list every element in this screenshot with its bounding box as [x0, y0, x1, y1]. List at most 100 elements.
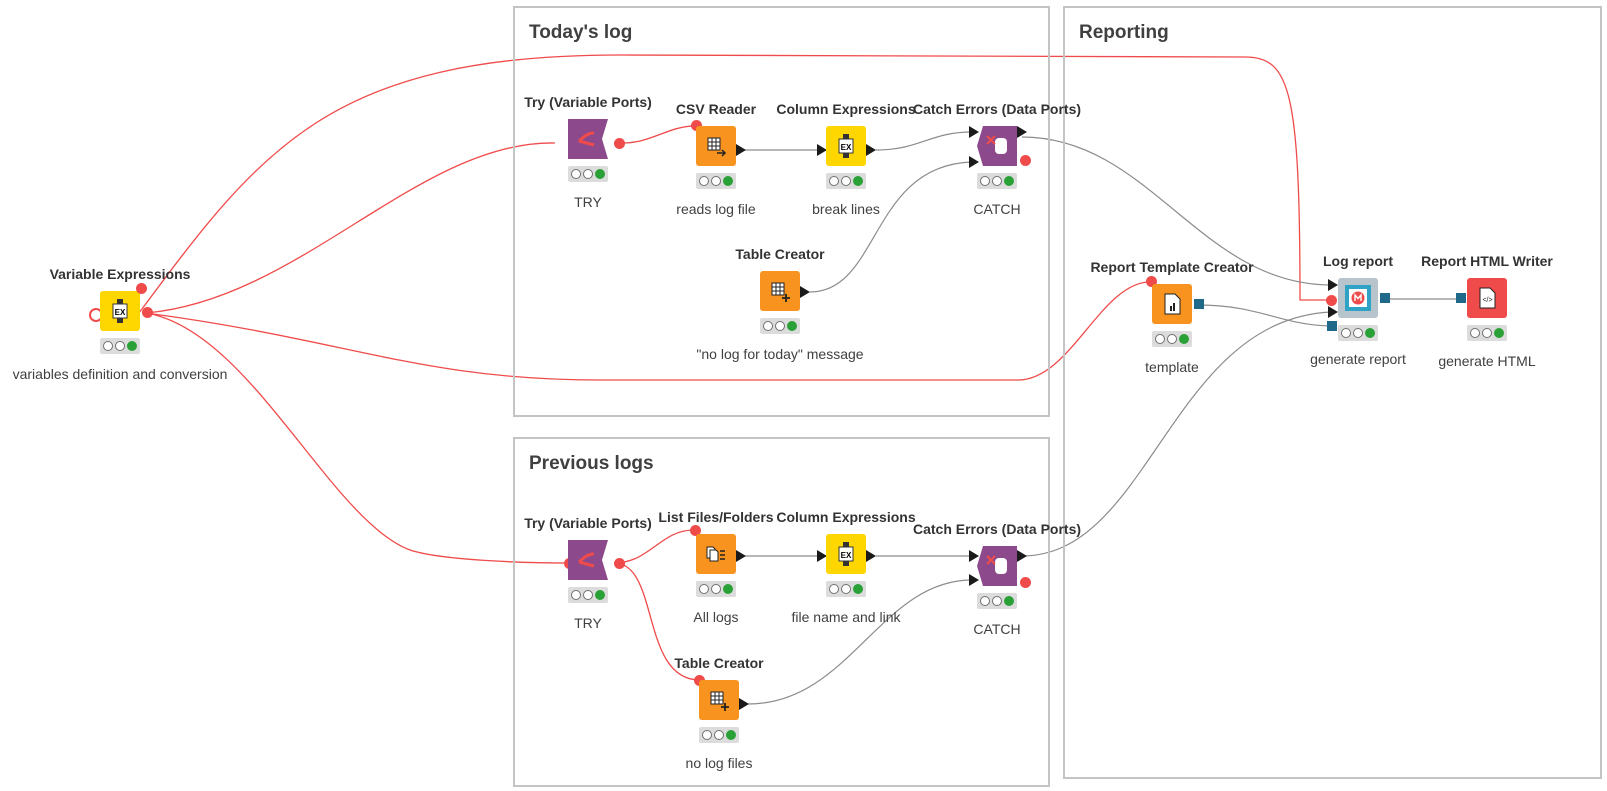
- flowvar-output-port[interactable]: [1020, 577, 1031, 588]
- node-name: List Files/Folders: [658, 509, 774, 525]
- node-name: Try (Variable Ports): [524, 94, 652, 110]
- expression-icon: EX: [100, 291, 140, 331]
- flowvar-connection[interactable]: [623, 125, 695, 144]
- flowvar-output-port[interactable]: [1020, 155, 1031, 166]
- catch-icon: [977, 126, 1017, 166]
- node-name: Log report: [1323, 253, 1393, 269]
- flowvar-output-port[interactable]: [142, 307, 153, 318]
- node-label: break lines: [812, 201, 880, 217]
- flowvar-connection[interactable]: [138, 54, 1331, 314]
- report-output-port[interactable]: [1194, 299, 1204, 309]
- data-input-port[interactable]: [969, 550, 979, 562]
- node-status: [1467, 325, 1507, 341]
- node-label: reads log file: [676, 201, 756, 217]
- data-output-port[interactable]: [739, 698, 749, 710]
- node-label: variables definition and conversion: [12, 366, 228, 382]
- annotation-todays-log[interactable]: Today's log: [513, 6, 1050, 417]
- node-name: Column Expressions: [776, 101, 916, 117]
- data-output-port[interactable]: [736, 550, 746, 562]
- node-status: [760, 318, 800, 334]
- data-input-port[interactable]: [969, 156, 979, 168]
- node-status: [696, 173, 736, 189]
- annotation-title: Previous logs: [529, 453, 654, 474]
- node-label: TRY: [574, 615, 602, 631]
- report-input-port[interactable]: [1456, 293, 1466, 303]
- flowvar-input-port[interactable]: [1146, 276, 1157, 287]
- data-input-port[interactable]: [969, 126, 979, 138]
- data-connection[interactable]: [1197, 304, 1332, 327]
- data-connection[interactable]: [875, 131, 973, 151]
- data-connection[interactable]: [809, 161, 973, 293]
- data-output-port[interactable]: [1017, 126, 1027, 138]
- component-icon: [1338, 278, 1378, 318]
- svg-text:EX: EX: [841, 551, 852, 560]
- node-status: [568, 587, 608, 603]
- report-template-icon: [1152, 284, 1192, 324]
- node-status: [977, 173, 1017, 189]
- data-connection[interactable]: [747, 579, 973, 705]
- node-label: generate report: [1310, 351, 1406, 367]
- annotation-previous-logs[interactable]: Previous logs: [513, 437, 1050, 787]
- html-writer-icon: </>: [1467, 278, 1507, 318]
- list-files-icon: [696, 534, 736, 574]
- node-name: Report HTML Writer: [1421, 253, 1553, 269]
- try-icon: [568, 119, 608, 159]
- node-name: Report Template Creator: [1090, 259, 1254, 275]
- data-connection[interactable]: [1021, 136, 1332, 286]
- data-output-port[interactable]: [800, 286, 810, 298]
- annotation-title: Reporting: [1079, 22, 1169, 43]
- csv-reader-icon: [696, 126, 736, 166]
- node-label: All logs: [693, 609, 739, 625]
- node-label: no log files: [685, 755, 753, 771]
- flowvar-connection[interactable]: [145, 142, 556, 314]
- flowvar-input-port[interactable]: [136, 283, 147, 294]
- node-status: [568, 166, 608, 182]
- node-label: generate HTML: [1438, 353, 1536, 369]
- node-name: Column Expressions: [776, 509, 916, 525]
- expression-icon: EX: [826, 126, 866, 166]
- flowvar-connection[interactable]: [145, 312, 571, 564]
- data-input-port[interactable]: [969, 574, 979, 586]
- node-name: Table Creator: [674, 655, 764, 671]
- node-label: template: [1145, 359, 1199, 375]
- flowvar-connection[interactable]: [613, 562, 701, 681]
- table-creator-icon: [699, 680, 739, 720]
- annotation-title: Today's log: [529, 22, 633, 43]
- flowvar-input-port[interactable]: [1326, 295, 1337, 306]
- flowvar-input-port[interactable]: [691, 120, 702, 131]
- node-label: CATCH: [973, 621, 1021, 637]
- flowvar-output-port[interactable]: [614, 138, 625, 149]
- svg-text:EX: EX: [115, 308, 126, 317]
- node-label: file name and link: [791, 609, 901, 625]
- report-input-port[interactable]: [1327, 321, 1337, 331]
- data-input-port[interactable]: [1328, 279, 1338, 291]
- node-status: [100, 338, 140, 354]
- svg-text:</>: </>: [1482, 297, 1492, 304]
- node-status: [977, 593, 1017, 609]
- flowvar-input-port[interactable]: [690, 525, 701, 536]
- node-label: "no log for today" message: [696, 346, 864, 362]
- flowvar-output-port[interactable]: [614, 558, 625, 569]
- node-label: CATCH: [973, 201, 1021, 217]
- data-output-port[interactable]: [866, 144, 876, 156]
- data-output-port[interactable]: [1017, 550, 1027, 562]
- node-status: [696, 581, 736, 597]
- expression-icon: EX: [826, 534, 866, 574]
- report-output-port[interactable]: [1380, 293, 1390, 303]
- catch-icon: [977, 546, 1017, 586]
- data-input-port[interactable]: [817, 550, 827, 562]
- node-name: Catch Errors (Data Ports): [912, 521, 1082, 537]
- flowvar-connection[interactable]: [145, 281, 1149, 381]
- data-output-port[interactable]: [736, 144, 746, 156]
- node-status: [826, 173, 866, 189]
- data-input-port[interactable]: [817, 144, 827, 156]
- table-creator-icon: [760, 271, 800, 311]
- node-status: [826, 581, 866, 597]
- data-output-port[interactable]: [866, 550, 876, 562]
- data-connection[interactable]: [1021, 311, 1332, 557]
- try-icon: [568, 540, 608, 580]
- annotation-reporting[interactable]: Reporting: [1063, 6, 1602, 779]
- data-input-port[interactable]: [1328, 306, 1338, 318]
- node-name: Catch Errors (Data Ports): [912, 101, 1082, 117]
